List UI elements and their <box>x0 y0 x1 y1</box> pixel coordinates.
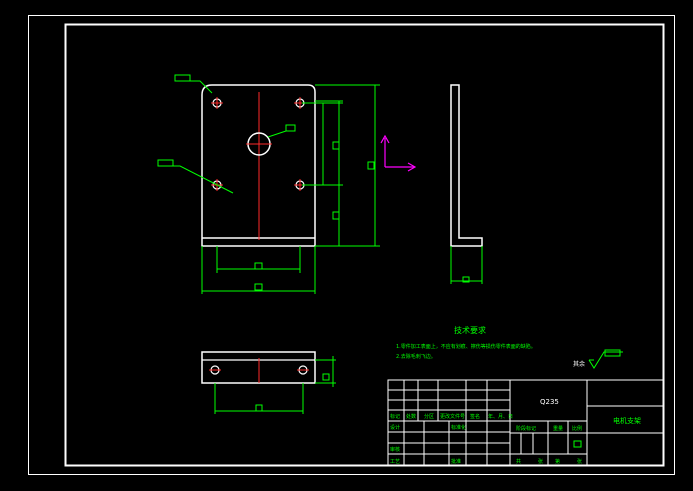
tb-label-stage-mark: 阶段标记 <box>516 425 536 432</box>
tb-label-sheet-unit: 张 <box>577 458 582 465</box>
mounting-hole <box>211 97 223 109</box>
tb-label-page: 第 <box>555 458 560 465</box>
surface-roughness-icon: 其余 <box>573 349 623 369</box>
tb-label-design: 设计 <box>390 424 400 431</box>
tb-label-count: 处数 <box>406 413 416 420</box>
tb-label-weight: 重量 <box>553 425 563 432</box>
technical-requirements: 技术要求 1.零件加工表面上，不应有划痕、擦伤等损伤零件表面的缺陷。 2.去除毛… <box>396 325 536 360</box>
leader-line <box>157 74 296 194</box>
front-view-dimensions <box>201 84 380 294</box>
ucs-axis-icon <box>380 134 417 172</box>
tb-label-standardize: 标准化 <box>451 424 466 431</box>
tb-label-zone: 分区 <box>424 413 434 420</box>
outer-frame <box>28 15 675 475</box>
tb-label-total: 共 <box>516 458 521 465</box>
mounting-hole <box>209 365 221 375</box>
roughness-prefix: 其余 <box>573 360 585 368</box>
tb-label-signature: 签名 <box>470 413 480 420</box>
side-view-outline <box>450 84 483 247</box>
technical-requirement-line: 2.去除毛刺飞边。 <box>396 353 436 360</box>
mounting-hole <box>297 365 309 375</box>
tb-label-sheet-unit: 张 <box>538 458 543 465</box>
tb-label-change-doc: 更改文件号 <box>440 413 465 420</box>
title-block <box>387 379 665 467</box>
technical-requirements-title: 技术要求 <box>454 325 486 335</box>
tb-label-approve: 批准 <box>451 458 461 465</box>
tb-label-date: 年、月、日 <box>488 413 513 420</box>
side-view <box>450 84 483 284</box>
top-view <box>201 351 336 414</box>
part-name-label: 电机支架 <box>613 416 641 425</box>
front-view <box>157 74 380 294</box>
side-view-dimensions <box>450 246 483 284</box>
tb-label-review: 审核 <box>390 446 400 453</box>
title-block-text: Q235 电机支架 标记 处数 分区 更改文件号 签名 年、月、日 设计 标准化… <box>390 398 641 465</box>
top-view-dimensions <box>214 356 336 414</box>
tb-label-mark: 标记 <box>390 413 400 420</box>
material-label: Q235 <box>540 398 559 406</box>
tb-label-process: 工艺 <box>390 459 400 465</box>
tb-label-scale: 比例 <box>572 425 582 432</box>
inner-frame <box>64 23 665 467</box>
technical-requirement-line: 1.零件加工表面上，不应有划痕、擦伤等损伤零件表面的缺陷。 <box>396 343 536 350</box>
